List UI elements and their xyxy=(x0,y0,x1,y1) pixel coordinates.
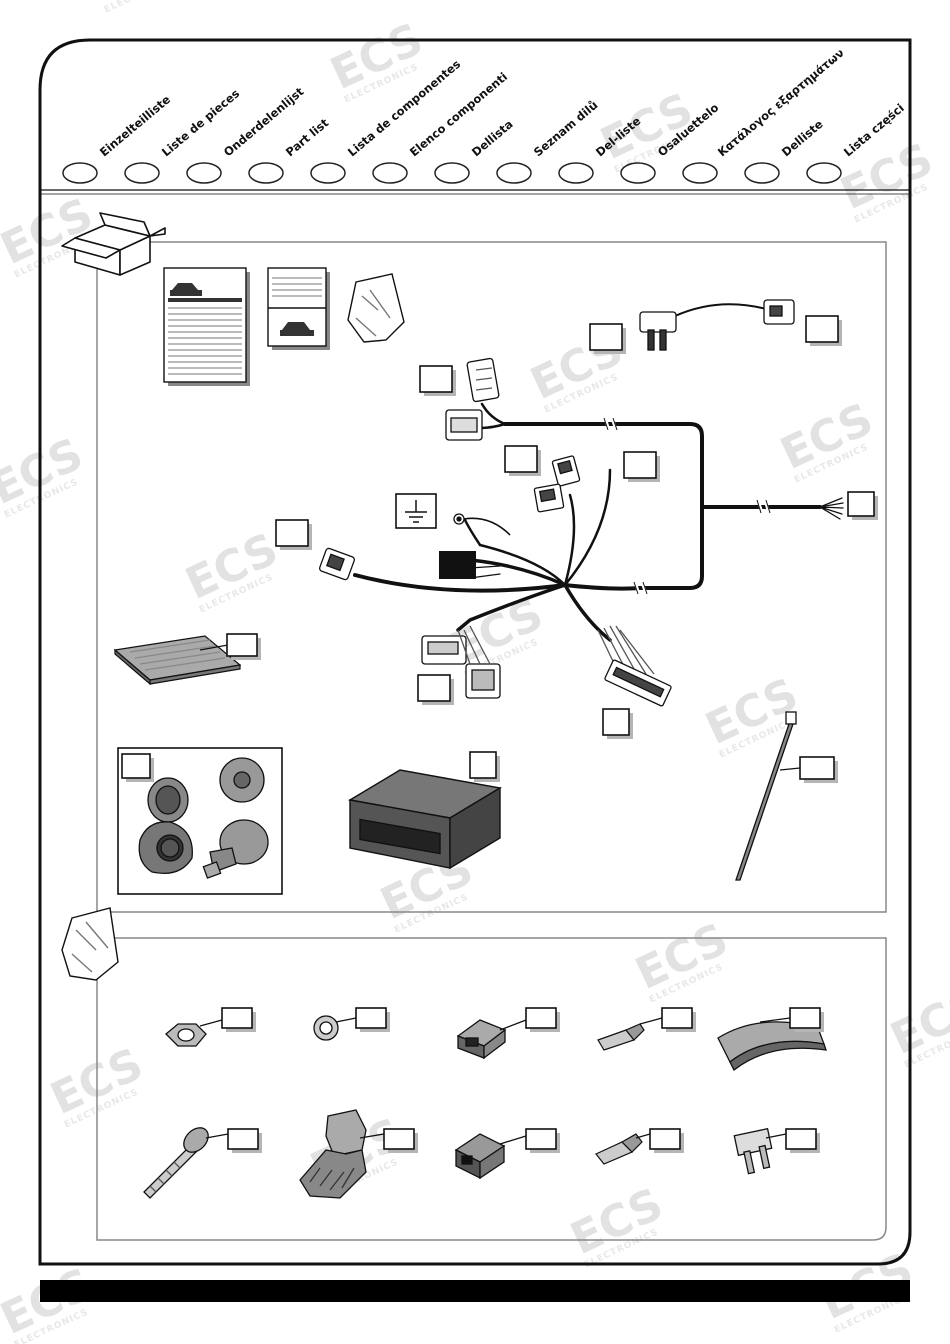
car-icon xyxy=(170,283,202,296)
footer-bar xyxy=(40,1280,910,1302)
part-label-box xyxy=(221,1007,253,1029)
crimp-terminal xyxy=(597,1017,663,1051)
cable-tie xyxy=(735,711,801,881)
part-label-box xyxy=(383,1128,415,1150)
part-label-box xyxy=(227,1128,259,1150)
language-checkbox[interactable] xyxy=(558,162,594,184)
language-checkbox[interactable] xyxy=(620,162,656,184)
lock-washer xyxy=(313,1015,357,1041)
part-label-box xyxy=(525,1007,557,1029)
part-label-box xyxy=(623,451,657,479)
svg-text:Delliste: Delliste xyxy=(779,117,826,160)
ring-terminal xyxy=(453,513,511,536)
connector-housing-female xyxy=(454,1133,527,1180)
svg-text:Seznam dilů: Seznam dilů xyxy=(531,98,601,160)
instruction-sheet-2 xyxy=(267,267,330,350)
language-checkbox[interactable] xyxy=(124,162,160,184)
part-label-box xyxy=(504,445,538,473)
small-parts-bag-icon xyxy=(61,907,119,981)
outer-frame xyxy=(38,38,912,1266)
connector-left xyxy=(318,547,356,581)
part-label-box xyxy=(355,1007,387,1029)
adhesive-pad xyxy=(113,635,242,686)
connector-top-upper xyxy=(466,357,500,403)
cable-break-marks xyxy=(603,417,771,595)
open-cardboard-box-icon xyxy=(61,212,166,276)
language-checkbox[interactable] xyxy=(744,162,780,184)
language-checkbox[interactable] xyxy=(682,162,718,184)
part-label-box xyxy=(525,1128,557,1150)
instruction-sheet-1 xyxy=(163,267,250,386)
part-label-box xyxy=(789,1007,821,1029)
connector-top-lower xyxy=(445,409,483,441)
hex-nut xyxy=(165,1019,223,1047)
control-module xyxy=(348,769,502,870)
svg-text:Part list: Part list xyxy=(283,115,332,159)
language-checkbox[interactable] xyxy=(62,162,98,184)
machine-screw xyxy=(143,1127,229,1199)
part-label-box xyxy=(799,756,835,780)
language-item: Onderdelenlijst xyxy=(186,84,307,184)
language-item: Liste de pieces xyxy=(124,86,242,184)
trailer-socket xyxy=(138,757,269,879)
part-label-box xyxy=(469,751,497,779)
connector-ribbon xyxy=(597,625,672,707)
bag-contents-panel xyxy=(96,937,887,1241)
cable-break-lines xyxy=(603,417,771,595)
part-label-box xyxy=(226,633,258,657)
svg-text:Dellista: Dellista xyxy=(469,117,516,159)
fuse-tap-cable xyxy=(639,299,795,351)
language-checkbox[interactable] xyxy=(434,162,470,184)
connector-2pin-upper xyxy=(551,455,581,487)
part-label-box xyxy=(121,753,151,779)
part-label-box xyxy=(589,323,623,351)
language-checkbox[interactable] xyxy=(372,162,408,184)
blade-fuse xyxy=(733,1127,787,1175)
plastic-bag-icon xyxy=(347,273,405,343)
wire-splice-clip xyxy=(299,1109,385,1199)
connector-2pin-lower xyxy=(533,483,565,513)
svg-text:ELECTRONICS: ELECTRONICS xyxy=(103,0,180,15)
language-checkbox[interactable] xyxy=(806,162,842,184)
svg-text:Κατάλογος εξαρτημάτων: Κατάλογος εξαρτημάτων xyxy=(715,46,847,160)
language-checkbox[interactable] xyxy=(186,162,222,184)
part-label-box xyxy=(417,674,451,702)
box-contents-panel xyxy=(96,241,887,913)
part-label-box xyxy=(847,491,875,517)
part-label-box xyxy=(785,1128,817,1150)
part-label-box xyxy=(805,315,839,343)
language-header: Einzelteilliste Liste de pieces Onderdel… xyxy=(62,46,907,184)
part-label-box xyxy=(419,365,453,393)
language-checkbox[interactable] xyxy=(310,162,346,184)
car-icon xyxy=(280,322,314,336)
connector-housing xyxy=(456,1019,527,1060)
language-checkbox[interactable] xyxy=(496,162,532,184)
part-label-box xyxy=(602,708,630,736)
connector-bottom-left xyxy=(421,625,501,699)
part-label-box xyxy=(275,519,309,547)
ground-symbol-icon xyxy=(395,493,437,529)
black-marker-box xyxy=(439,551,476,579)
language-checkbox[interactable] xyxy=(248,162,284,184)
flat-terminal xyxy=(595,1133,651,1165)
part-label-boxes xyxy=(121,315,878,1153)
part-label-box xyxy=(649,1128,681,1150)
part-label-box xyxy=(661,1007,693,1029)
